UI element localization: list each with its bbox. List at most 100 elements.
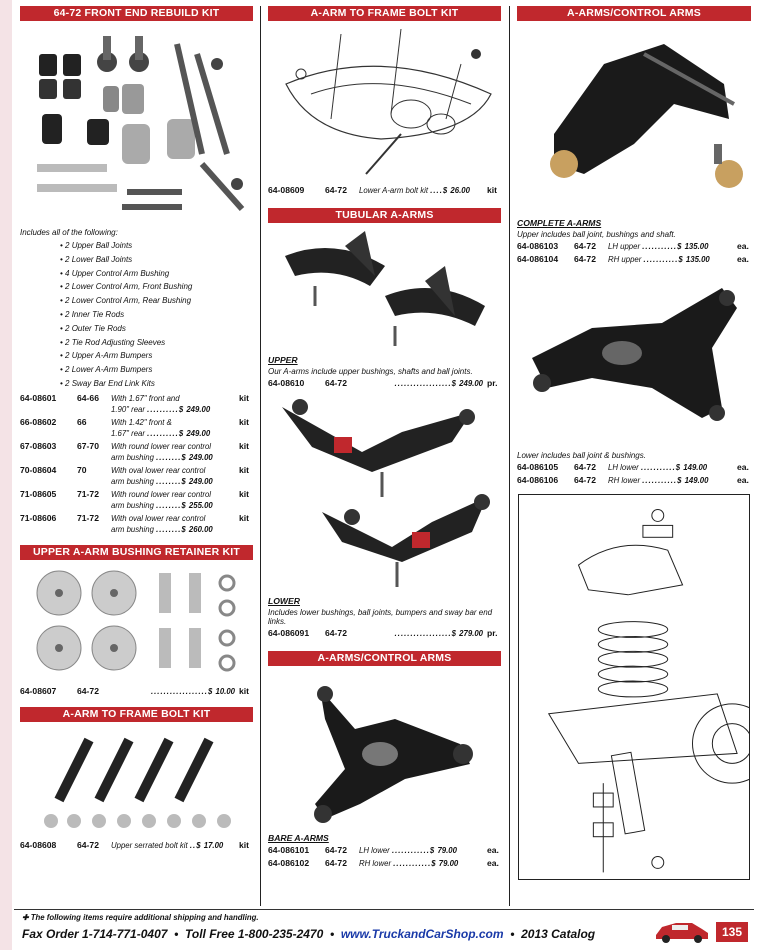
part-number: 64-086101	[268, 845, 310, 855]
separator: •	[174, 927, 179, 941]
years: 70	[77, 464, 87, 475]
section-header-front-end-kit: 64-72 FRONT END REBUILD KIT	[20, 6, 253, 21]
part-number: 64-08601	[20, 392, 57, 403]
description: LH lower ...........$ 149.00	[608, 463, 708, 472]
complete-note: Upper includes ball joint, bushings and …	[517, 230, 676, 239]
price: 135.00	[685, 255, 710, 264]
description: ..................$ 10.00	[150, 686, 235, 696]
table-row: 64-086105 64-72 LH lower ...........$ 14…	[517, 462, 751, 473]
years: 64-66	[77, 392, 99, 403]
part-number: 64-08609	[268, 185, 305, 195]
desc-line: 1.67" rear	[111, 428, 145, 438]
list-item: 2 Inner Tie Rods	[60, 308, 253, 322]
tubular-lower-image	[272, 392, 497, 592]
desc-line: With round lower rear control	[111, 441, 212, 451]
years: 64-72	[574, 241, 596, 251]
table-row: 64-086101 64-72 LH lower ............$ 7…	[268, 845, 501, 856]
table-row: 64-086102 64-72 RH lower ............$ 7…	[268, 858, 501, 869]
table-row: 64-086091 64-72 ..................$ 279.…	[268, 628, 501, 639]
desc-line: arm bushing	[111, 524, 154, 534]
table-row: 70-08604 70 With oval lower rear control…	[20, 465, 253, 487]
unit: ea.	[737, 241, 749, 251]
table-row: 67-08603 67-70 With round lower rear con…	[20, 441, 253, 463]
price: 79.00	[438, 859, 459, 868]
unit: kit	[239, 440, 250, 451]
desc-line: With oval lower rear control	[111, 513, 206, 523]
table-row: 64-08608 64-72 Upper serrated bolt kit .…	[20, 840, 253, 851]
footer-note: ✚ The following items require additional…	[22, 913, 259, 922]
bare-title: BARE A-ARMS	[268, 833, 329, 843]
table-row: 64-08607 64-72 ..................$ 10.00…	[20, 686, 253, 697]
upper-note: Our A-arms include upper bushings, shaft…	[268, 367, 473, 376]
years: 64-72	[77, 839, 99, 850]
unit: ea.	[737, 475, 749, 485]
desc-line: Lower A-arm bolt kit	[359, 186, 429, 195]
section-header-bolt-kit: A-ARM TO FRAME BOLT KIT	[268, 6, 501, 21]
table-row: 64-08610 64-72 ..................$ 249.0…	[268, 378, 501, 389]
section-header-control-arms: A-ARMS/CONTROL ARMS	[268, 651, 501, 666]
price: 149.00	[684, 476, 709, 485]
includes-list: 2 Upper Ball Joints 2 Lower Ball Joints …	[60, 239, 253, 391]
desc-line: Upper serrated bolt kit	[111, 840, 188, 850]
unit: ea.	[487, 845, 499, 855]
price: 249.00	[459, 379, 483, 388]
column-3: A-ARMS/CONTROL ARMS COMPLETE A-ARMS Uppe…	[517, 6, 751, 883]
lower-arm-note: Lower includes ball joint & bushings.	[517, 451, 646, 460]
part-number: 64-086104	[517, 254, 559, 264]
unit: kit	[239, 464, 250, 475]
front-end-kit-image	[27, 24, 247, 224]
separator: •	[510, 927, 515, 941]
website-link[interactable]: www.TruckandCarShop.com	[340, 927, 504, 941]
years: 71-72	[77, 488, 99, 499]
description: LH lower ............$ 79.00	[359, 846, 457, 855]
separator: •	[329, 927, 335, 941]
part-number: 64-08610	[268, 378, 305, 388]
price: 249.00	[186, 428, 211, 438]
price: 17.00	[203, 840, 224, 850]
table-row: 64-086104 64-72 RH upper ...........$ 13…	[517, 254, 751, 265]
unit: pr.	[487, 628, 498, 638]
description: With 1.42" front &1.67" rear ..........$…	[111, 417, 211, 438]
part-number: 64-08607	[20, 685, 57, 696]
list-item: 2 Lower Control Arm, Rear Bushing	[60, 294, 253, 308]
list-item: 2 Lower A-Arm Bumpers	[60, 363, 253, 377]
column-1: 64-72 FRONT END REBUILD KIT Include	[20, 6, 253, 851]
price: 249.00	[188, 452, 213, 462]
unit: kit	[239, 839, 250, 850]
fax-number: Fax Order 1-714-771-0407	[22, 927, 168, 941]
years: 64-72	[574, 475, 596, 485]
part-number: 64-086102	[268, 858, 310, 868]
price: 260.00	[188, 524, 213, 534]
list-item: 2 Upper A-Arm Bumpers	[60, 349, 253, 363]
description: RH upper ...........$ 135.00	[608, 255, 710, 264]
section-header-retainer-kit: UPPER A-ARM BUSHING RETAINER KIT	[20, 544, 253, 560]
price: 255.00	[188, 500, 213, 510]
upper-title: UPPER	[268, 355, 298, 365]
list-item: 2 Upper Ball Joints	[60, 239, 253, 253]
lower-bolt-kit-diagram	[271, 24, 499, 182]
years: 71-72	[77, 512, 99, 523]
unit: kit	[239, 392, 250, 403]
complete-lower-arm-image	[522, 268, 747, 448]
table-row: 64-086106 64-72 RH lower ...........$ 14…	[517, 475, 751, 486]
unit: kit	[239, 416, 250, 427]
table-row: 64-08609 64-72 Lower A-arm bolt kit ....…	[268, 185, 501, 196]
years: 64-72	[325, 628, 347, 638]
section-header-bolt-kit: A-ARM TO FRAME BOLT KIT	[20, 706, 253, 722]
complete-title: COMPLETE A-ARMS	[517, 218, 602, 228]
bare-arm-image	[285, 669, 485, 829]
list-item: 4 Upper Control Arm Bushing	[60, 267, 253, 281]
years: 64-72	[574, 462, 596, 472]
price: 79.00	[437, 846, 457, 855]
unit: kit	[239, 685, 250, 696]
list-item: 2 Tie Rod Adjusting Sleeves	[60, 336, 253, 350]
list-item: 2 Lower Ball Joints	[60, 253, 253, 267]
catalog-year: 2013 Catalog	[521, 927, 596, 941]
toll-free-number: Toll Free 1-800-235-2470	[184, 927, 324, 941]
description: RH lower ............$ 79.00	[359, 859, 459, 868]
suspension-diagram	[518, 494, 750, 880]
